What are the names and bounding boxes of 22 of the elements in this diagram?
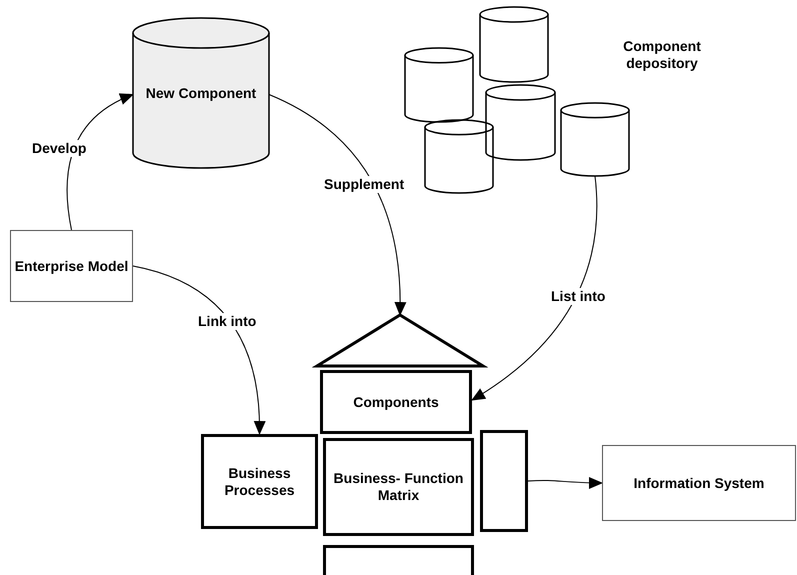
arrow <box>268 94 406 316</box>
process-box <box>201 434 318 529</box>
arrow <box>66 94 134 230</box>
node-label: Business- Function Matrix <box>332 470 464 504</box>
arrow <box>132 266 266 435</box>
node-label: Information System <box>634 474 764 492</box>
node-label: Business Processes <box>223 464 296 498</box>
edge-label: Develop <box>30 140 88 157</box>
empty-box <box>480 430 528 532</box>
process-box <box>602 445 796 521</box>
node-label: New Component <box>144 84 258 102</box>
node-label: Components <box>353 394 439 410</box>
process-box <box>320 370 472 434</box>
arrow <box>471 176 598 401</box>
node-label: Enterprise Model <box>14 258 128 274</box>
process-box <box>10 230 133 302</box>
edge-label: Link into <box>196 313 258 330</box>
edge-label: List into <box>549 288 608 305</box>
empty-box <box>323 545 474 575</box>
arrow <box>528 476 603 489</box>
edge-label: Supplement <box>322 176 406 193</box>
process-box <box>323 438 474 536</box>
